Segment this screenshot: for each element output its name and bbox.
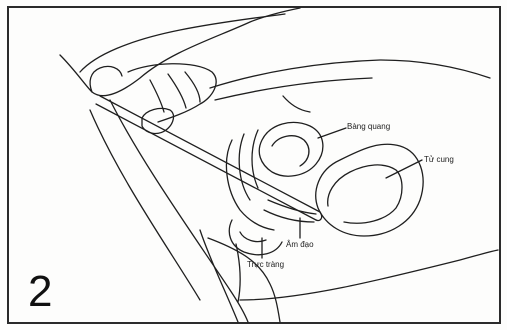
instrument-rod-bottom bbox=[96, 104, 316, 220]
thumb-outline bbox=[128, 64, 216, 122]
figure-number: 2 bbox=[28, 270, 52, 314]
label-bang-quang: Bàng quang bbox=[347, 122, 390, 131]
label-am-dao: Âm đạo bbox=[286, 240, 314, 249]
thumb-crease-1 bbox=[150, 80, 164, 112]
pelvic-contour-2 bbox=[239, 134, 250, 200]
abdomen-outline bbox=[210, 60, 490, 88]
finger-tip bbox=[90, 66, 122, 92]
uterus-inner bbox=[328, 165, 402, 223]
bladder-inner bbox=[272, 136, 309, 166]
vagina-line-2 bbox=[264, 210, 314, 222]
label-tu-cung: Tử cung bbox=[424, 155, 454, 164]
rear-curve bbox=[240, 250, 498, 300]
thigh-line-1 bbox=[110, 100, 248, 322]
perineum-line bbox=[208, 238, 280, 322]
instrument-rod-top bbox=[100, 96, 320, 212]
thigh-line-3 bbox=[200, 230, 238, 322]
leader-tu-cung bbox=[386, 160, 422, 178]
thigh-line-2 bbox=[90, 110, 200, 300]
leader-bang-quang bbox=[318, 128, 346, 138]
label-truc-trang: Trực tràng bbox=[247, 260, 284, 269]
abdomen-inner bbox=[215, 78, 372, 100]
skin-fold bbox=[283, 96, 310, 112]
bladder-outline bbox=[259, 122, 323, 176]
hand-outline bbox=[60, 8, 300, 96]
thumb-crease-3 bbox=[185, 72, 200, 102]
thumb-crease-2 bbox=[168, 74, 186, 108]
